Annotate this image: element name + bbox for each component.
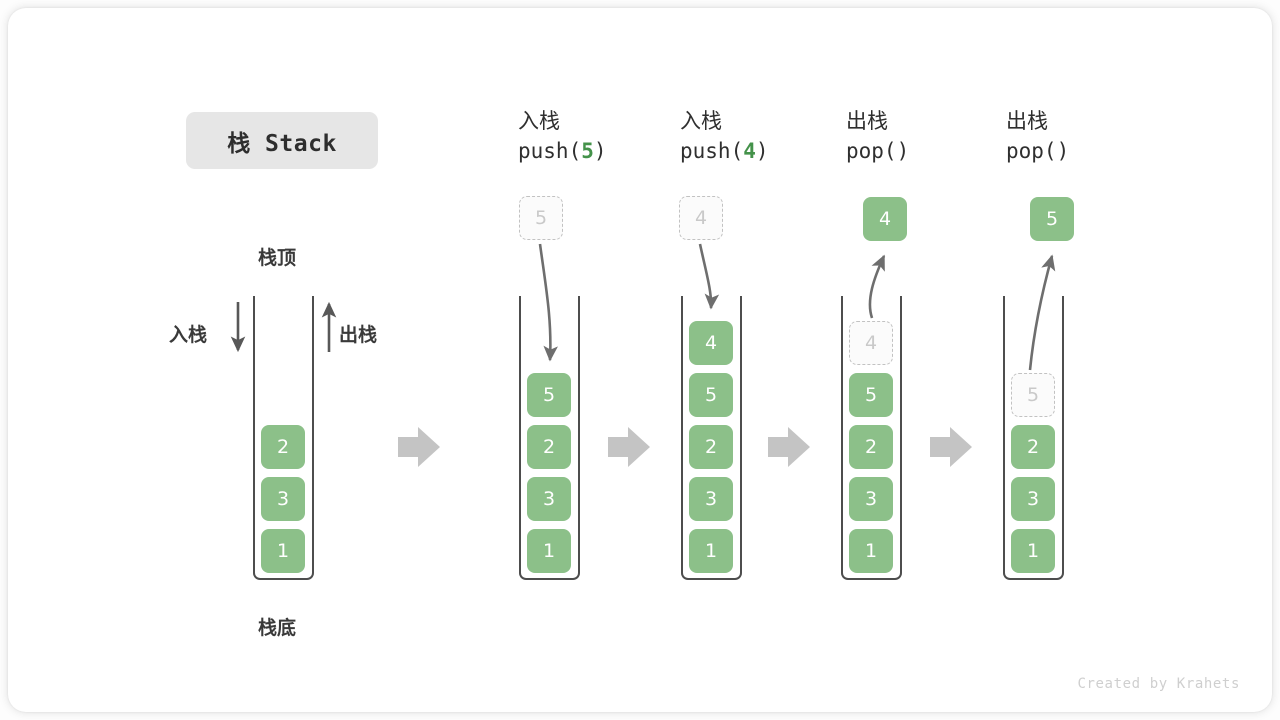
stack-cell: 3 xyxy=(849,477,893,521)
column-header-code: push(4) xyxy=(680,139,769,164)
removed-value-ghost: 4 xyxy=(849,321,893,365)
stack-cell: 1 xyxy=(689,529,733,573)
stack-container-initial xyxy=(253,296,314,580)
column-header-cn: 入栈 xyxy=(518,109,560,133)
stack-cell: 1 xyxy=(849,529,893,573)
stack-cell: 2 xyxy=(527,425,571,469)
diagram-title-chip: 栈 Stack xyxy=(186,112,378,169)
stack-cell: 5 xyxy=(527,373,571,417)
push-direction-label: 入栈 xyxy=(169,324,208,346)
removed-value-ghost: 5 xyxy=(1011,373,1055,417)
column-header-code: push(5) xyxy=(518,139,607,164)
column-header-cn: 出栈 xyxy=(1006,109,1048,133)
popped-value-cell: 5 xyxy=(1030,197,1074,241)
stack-cell: 5 xyxy=(689,373,733,417)
stack-container-push-4 xyxy=(681,296,742,580)
column-header-cn: 入栈 xyxy=(680,109,722,133)
stack-container-push-5 xyxy=(519,296,580,580)
column-header-cn: 出栈 xyxy=(846,109,888,133)
stack-cell: 1 xyxy=(1011,529,1055,573)
stack-cell: 1 xyxy=(527,529,571,573)
stack-cell: 3 xyxy=(1011,477,1055,521)
stack-cell: 2 xyxy=(849,425,893,469)
stack-cell: 3 xyxy=(689,477,733,521)
stack-cell: 2 xyxy=(1011,425,1055,469)
pop-direction-label: 出栈 xyxy=(339,324,378,346)
stack-cell: 3 xyxy=(261,477,305,521)
stack-cell: 3 xyxy=(527,477,571,521)
column-header-code: pop() xyxy=(846,139,910,164)
stack-top-label: 栈顶 xyxy=(258,247,297,269)
stack-bottom-label: 栈底 xyxy=(258,617,297,639)
column-header-pop-5: 出栈 pop() xyxy=(1006,106,1069,167)
stack-container-pop-5 xyxy=(1003,296,1064,580)
column-header-push-5: 入栈 push(5) xyxy=(518,106,607,167)
column-header-code: pop() xyxy=(1006,139,1070,164)
stack-cell: 4 xyxy=(689,321,733,365)
stack-cell: 5 xyxy=(849,373,893,417)
stack-cell: 1 xyxy=(261,529,305,573)
stack-container-pop-4 xyxy=(841,296,902,580)
stack-cell: 2 xyxy=(261,425,305,469)
column-header-push-4: 入栈 push(4) xyxy=(680,106,769,167)
incoming-value-ghost: 4 xyxy=(679,196,723,240)
stack-cell: 2 xyxy=(689,425,733,469)
footer-credit: Created by Krahets xyxy=(1077,676,1240,692)
incoming-value-ghost: 5 xyxy=(519,196,563,240)
popped-value-cell: 4 xyxy=(863,197,907,241)
column-header-pop-4: 出栈 pop() xyxy=(846,106,909,167)
